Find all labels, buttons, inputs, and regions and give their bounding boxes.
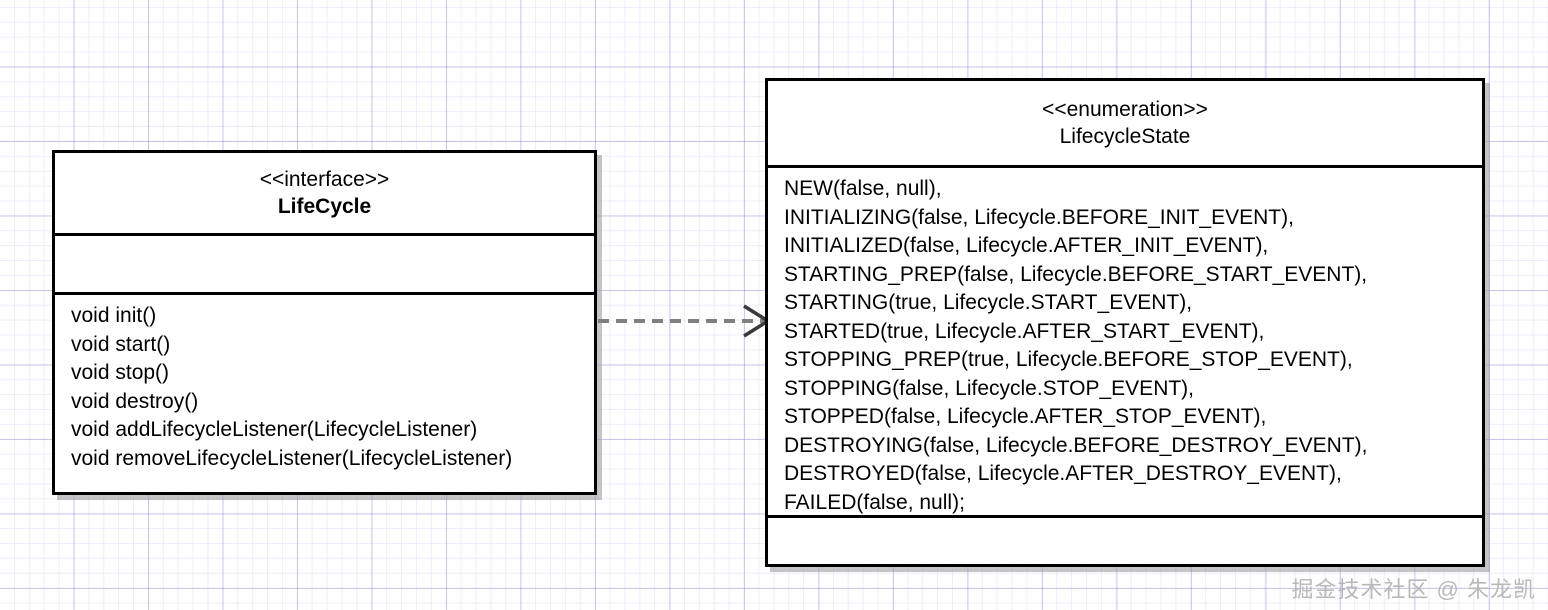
enum-constant-line: STARTED(true, Lifecycle.AFTER_START_EVEN… — [784, 319, 1265, 343]
dependency-arrow[interactable] — [596, 300, 772, 342]
method-line: void init() — [71, 304, 157, 327]
enum-constant-line: INITIALIZED(false, Lifecycle.AFTER_INIT_… — [784, 234, 1269, 257]
enum-constant-line: STARTING(true, Lifecycle.START_EVENT), — [784, 291, 1193, 314]
enum-stereotype: <<enumeration>> — [1042, 97, 1208, 121]
method-line: void removeLifecycleListener(LifecycleLi… — [71, 446, 513, 470]
interface-attributes-compartment — [55, 233, 594, 292]
enum-title-compartment: <<enumeration>> LifecycleState — [768, 81, 1482, 165]
enum-constant-line: STARTING_PREP(false, Lifecycle.BEFORE_ST… — [784, 262, 1368, 286]
enum-constant-line: DESTROYED(false, Lifecycle.AFTER_DESTROY… — [784, 462, 1342, 485]
interface-name: LifeCycle — [277, 194, 372, 218]
enum-constant-line: FAILED(false, null); — [784, 490, 965, 514]
interface-methods-compartment: void init() void start() void stop() voi… — [55, 292, 594, 492]
uml-enumeration-lifecyclestate[interactable]: <<enumeration>> LifecycleState NEW(false… — [765, 78, 1485, 567]
method-line: void addLifecycleListener(LifecycleListe… — [71, 418, 478, 441]
enum-constant-line: STOPPING(false, Lifecycle.STOP_EVENT), — [784, 376, 1195, 400]
enum-constant-line: STOPPED(false, Lifecycle.AFTER_STOP_EVEN… — [784, 405, 1267, 428]
uml-interface-lifecycle[interactable]: <<interface>> LifeCycle void init() void… — [52, 150, 597, 495]
method-line: void destroy() — [71, 389, 199, 413]
method-line: void stop() — [71, 361, 170, 384]
enum-constant-line: NEW(false, null), — [784, 177, 942, 200]
enum-constant-line: DESTROYING(false, Lifecycle.BEFORE_DESTR… — [784, 433, 1368, 457]
interface-title-compartment: <<interface>> LifeCycle — [55, 153, 594, 233]
enum-constant-line: INITIALIZING(false, Lifecycle.BEFORE_INI… — [784, 205, 1294, 229]
enum-constants-compartment: NEW(false, null), INITIALIZING(false, Li… — [768, 165, 1482, 515]
enum-members-compartment — [768, 515, 1482, 561]
method-line: void start() — [71, 332, 171, 356]
enum-constant-line: STOPPING_PREP(true, Lifecycle.BEFORE_STO… — [784, 348, 1353, 371]
interface-stereotype: <<interface>> — [259, 167, 390, 191]
watermark: 掘金技术社区 @ 朱龙凯 — [1291, 577, 1536, 602]
enum-name: LifecycleState — [1059, 124, 1191, 148]
